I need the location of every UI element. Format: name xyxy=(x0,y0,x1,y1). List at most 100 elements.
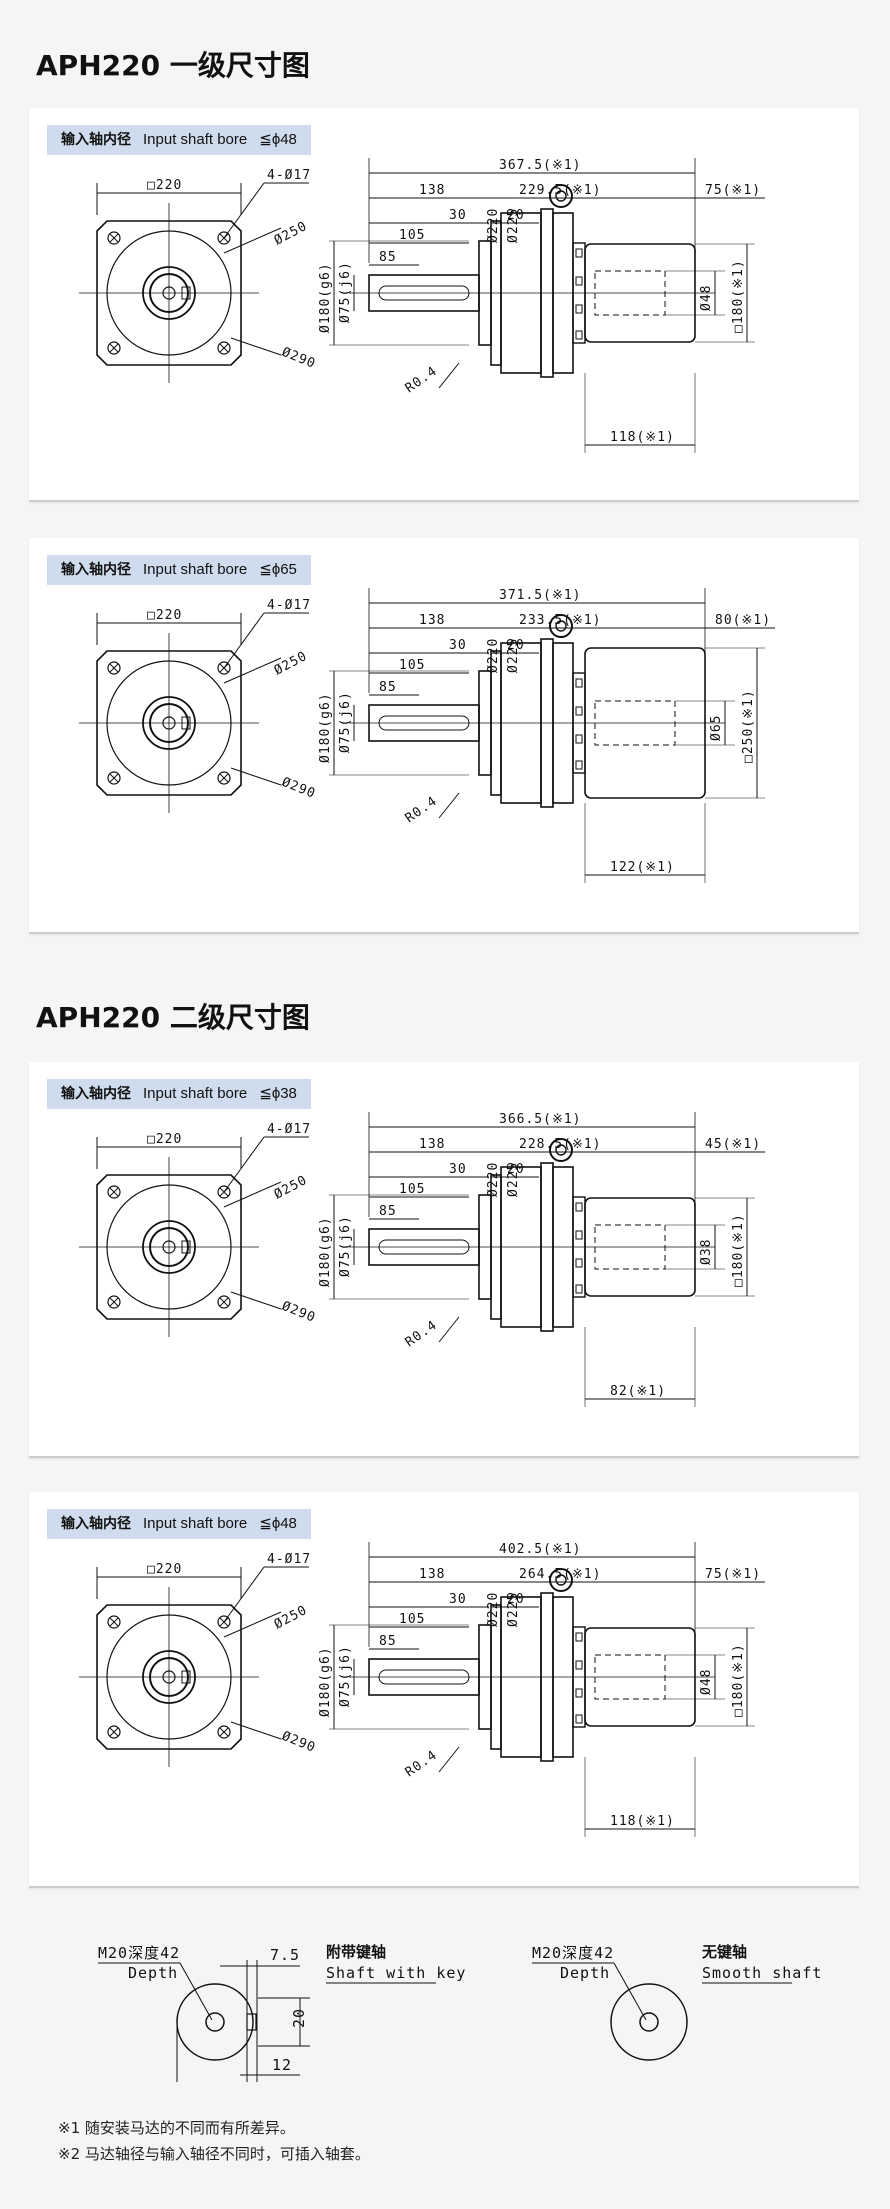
flange-square-dim: □220 xyxy=(147,608,182,623)
dim-motor-shaft: Ø65 xyxy=(709,715,724,741)
dim-d220: Ø220 xyxy=(486,638,501,673)
dim-d225: Ø225 xyxy=(506,208,521,243)
dim-total-length: 402.5(※1) xyxy=(499,1542,582,1557)
flange-pcd-dim: Ø250 xyxy=(272,1603,310,1633)
dim-d75: Ø75(j6) xyxy=(338,261,353,323)
section-title-stage1: APH220 一级尺寸图 xyxy=(36,49,310,82)
dim-20: 20 xyxy=(507,1162,525,1177)
dim-138: 138 xyxy=(419,613,445,628)
dim-r04: R0.4 xyxy=(403,1748,441,1781)
flange-outer-dim: Ø290 xyxy=(280,1729,318,1756)
dim-motor-shaft: Ø48 xyxy=(699,1669,714,1695)
dim-d225: Ø225 xyxy=(506,1592,521,1627)
flange-outer-dim: Ø290 xyxy=(280,775,318,802)
dim-l2: 264.5(※1) xyxy=(519,1567,602,1582)
dim-105: 105 xyxy=(399,228,425,243)
dim-motor-shaft: Ø38 xyxy=(699,1239,714,1265)
bore-value: ≦ϕ48 xyxy=(259,1515,297,1532)
dim-right-top: 75(※1) xyxy=(705,183,761,198)
dim-d220: Ø220 xyxy=(486,208,501,243)
dim-30: 30 xyxy=(449,638,467,653)
bore-label-zh: 输入轴内径 xyxy=(61,132,131,148)
dim-motor-square: □250(※1) xyxy=(741,689,756,763)
bore-label-en: Input shaft bore xyxy=(143,1515,248,1532)
flange-square-dim: □220 xyxy=(147,1562,182,1577)
dim-d225: Ø225 xyxy=(506,638,521,673)
bore-value: ≦ϕ65 xyxy=(259,561,297,578)
dim-20: 20 xyxy=(507,208,525,223)
dim-105: 105 xyxy=(399,658,425,673)
smooth-title-zh: 无键轴 xyxy=(701,1943,747,1961)
keyed-dim-7-5: 7.5 xyxy=(270,1946,300,1964)
gearbox-side-view xyxy=(349,1138,715,1332)
flange-square-dim: □220 xyxy=(147,178,182,193)
smooth-shaft-circle xyxy=(610,1983,688,2061)
dim-d180: Ø180(g6) xyxy=(318,262,333,333)
dim-d75: Ø75(j6) xyxy=(338,1215,353,1277)
section-title-stage2: APH220 二级尺寸图 xyxy=(36,1001,310,1034)
bore-value: ≦ϕ48 xyxy=(259,131,297,148)
dim-l2: 228.5(※1) xyxy=(519,1137,602,1152)
footnote-1: ※1 随安装马达的不同而有所差异。 xyxy=(58,2119,295,2137)
dim-138: 138 xyxy=(419,1137,445,1152)
dim-85: 85 xyxy=(379,1204,397,1219)
dim-20: 20 xyxy=(507,1592,525,1607)
smooth-shaft-detail: M20深度42 Depth 无键轴 Smooth shaft xyxy=(532,1943,821,2061)
keyed-dim-12: 12 xyxy=(272,2056,292,2074)
dim-bottom: 118(※1) xyxy=(610,430,675,445)
gearbox-side-view xyxy=(349,1568,715,1762)
flange-outer-dim: Ø290 xyxy=(280,1299,318,1326)
dim-85: 85 xyxy=(379,1634,397,1649)
smooth-depth-label: Depth xyxy=(560,1964,610,1982)
dim-bottom: 82(※1) xyxy=(610,1384,666,1399)
bore-label-en: Input shaft bore xyxy=(143,561,248,578)
dim-motor-square: □180(※1) xyxy=(731,1213,746,1287)
dim-d180: Ø180(g6) xyxy=(318,1646,333,1717)
shaft-details: M20深度42 Depth 7.5 20 12 附带键轴 Shaft with … xyxy=(98,1943,821,2082)
flange-pcd-dim: Ø250 xyxy=(272,219,310,249)
bore-tag: 输入轴内径 Input shaft bore ≦ϕ38 xyxy=(47,1079,311,1109)
keyed-shaft-circle xyxy=(176,1983,254,2061)
dim-r04: R0.4 xyxy=(403,364,441,397)
dim-d180: Ø180(g6) xyxy=(318,692,333,763)
dim-138: 138 xyxy=(419,183,445,198)
dim-total-length: 366.5(※1) xyxy=(499,1112,582,1127)
bore-label-en: Input shaft bore xyxy=(143,1085,248,1102)
bore-tag: 输入轴内径 Input shaft bore ≦ϕ65 xyxy=(47,555,311,585)
flange-holes-dim: 4-Ø17 xyxy=(267,1552,311,1567)
footnotes: ※1 随安装马达的不同而有所差异。 ※2 马达轴径与输入轴径不同时，可插入轴套。 xyxy=(58,2115,370,2167)
dim-85: 85 xyxy=(379,680,397,695)
bore-label-zh: 输入轴内径 xyxy=(61,562,131,578)
gearbox-side-view xyxy=(349,614,725,808)
dim-d220: Ø220 xyxy=(486,1162,501,1197)
bore-label-zh: 输入轴内径 xyxy=(61,1516,131,1532)
dim-motor-square: □180(※1) xyxy=(731,1643,746,1717)
dim-l2: 229.5(※1) xyxy=(519,183,602,198)
dim-d225: Ø225 xyxy=(506,1162,521,1197)
smooth-tap-label: M20深度42 xyxy=(532,1944,614,1962)
keyed-tap-label: M20深度42 xyxy=(98,1944,180,1962)
keyed-title-zh: 附带键轴 xyxy=(326,1943,386,1961)
dim-30: 30 xyxy=(449,208,467,223)
dim-bottom: 122(※1) xyxy=(610,860,675,875)
dim-30: 30 xyxy=(449,1592,467,1607)
bore-label-zh: 输入轴内径 xyxy=(61,1086,131,1102)
dim-d220: Ø220 xyxy=(486,1592,501,1627)
bore-label-en: Input shaft bore xyxy=(143,131,248,148)
flange-outer-dim: Ø290 xyxy=(280,345,318,372)
bore-value: ≦ϕ38 xyxy=(259,1085,297,1102)
dim-motor-square: □180(※1) xyxy=(731,259,746,333)
dim-right-top: 45(※1) xyxy=(705,1137,761,1152)
